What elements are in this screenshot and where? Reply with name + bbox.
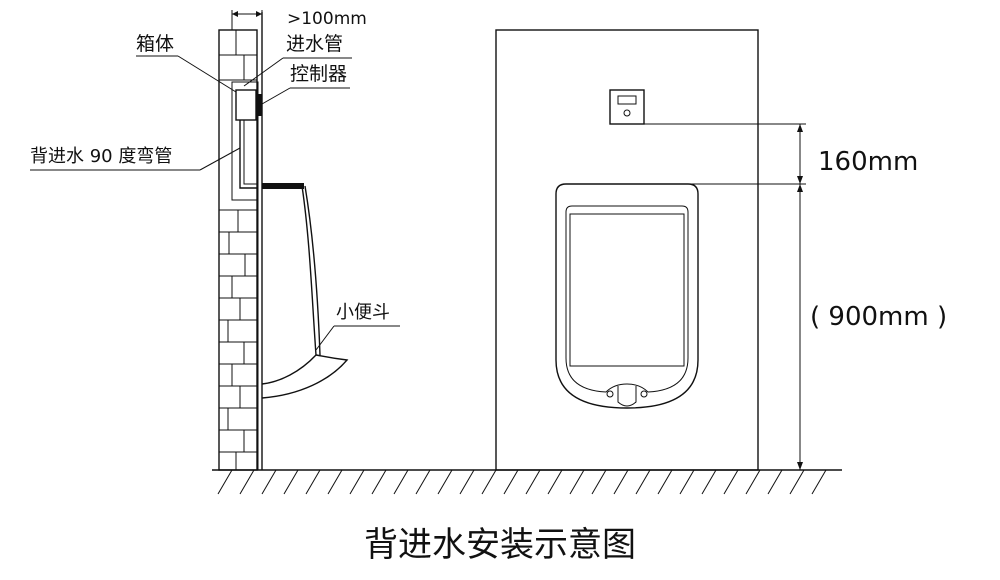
flush-pipe-top [262, 183, 304, 189]
diagram-caption: 背进水安装示意图 [364, 525, 636, 565]
dim-160-label: 160mm [818, 147, 918, 177]
controller-display [617, 95, 637, 105]
gap-label: >100mm [287, 9, 367, 29]
controller-front [609, 89, 645, 125]
box-label: 箱体 [136, 33, 174, 55]
controller-box [235, 89, 257, 121]
urinal-side [261, 354, 349, 399]
urinal-front [555, 183, 699, 409]
flush-pipe [301, 185, 317, 356]
controller-label: 控制器 [290, 63, 347, 85]
elbow-pipe [239, 120, 258, 189]
gap-dimension [231, 10, 263, 30]
box-cavity [231, 81, 259, 201]
inlet-pipe-label: 进水管 [286, 33, 343, 55]
elbow-label: 背进水 90 度弯管 [30, 146, 172, 167]
front-view: 160mm ( 900mm ) [495, 29, 947, 471]
floor [212, 469, 842, 495]
controller-panel [256, 94, 262, 116]
controller-sensor [623, 109, 631, 117]
urinal-label: 小便斗 [336, 302, 390, 323]
dim-900-label: ( 900mm ) [810, 302, 947, 332]
side-view: >100mm 箱体 进水管 控制器 背进水 90 度弯管 小便斗 [30, 9, 400, 471]
